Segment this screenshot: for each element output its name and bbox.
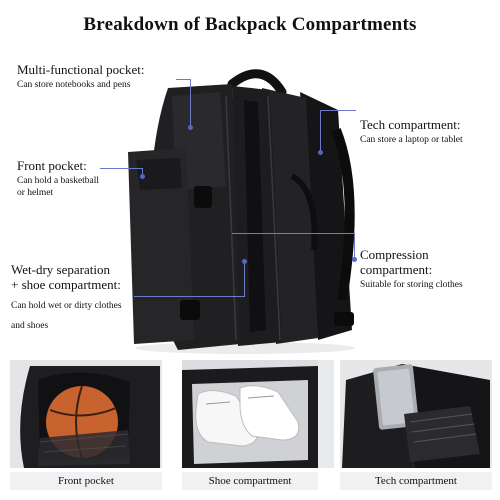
label-front-heading: Front pocket: <box>17 158 87 173</box>
leader-wetdry-dot <box>242 259 247 264</box>
label-wet-dry: Wet-dry separation + shoe compartment: C… <box>11 262 122 332</box>
caption-shoe-compartment: Shoe compartment <box>182 472 318 490</box>
leader-multi-dot <box>188 125 193 130</box>
label-front-desc-1: Can hold a basketball <box>17 176 100 186</box>
label-compression-desc: Suitable for storing clothes <box>360 280 463 290</box>
leader-compression-h <box>232 233 354 234</box>
caption-front-pocket: Front pocket <box>10 472 162 490</box>
leader-multi-h <box>176 79 190 80</box>
leader-front-h <box>100 168 142 169</box>
leader-tech-v <box>320 110 321 152</box>
label-tech-desc: Can store a laptop or tablet <box>360 135 463 145</box>
leader-compression-v <box>354 233 355 259</box>
label-wetdry-desc-2: and shoes <box>11 321 49 331</box>
leader-front-dot <box>140 174 145 179</box>
leader-wetdry-h <box>134 296 244 297</box>
label-compression-compartment: Compression compartment: Suitable for st… <box>360 247 463 291</box>
leader-front-v <box>142 168 143 176</box>
label-front-desc-2: or helmet <box>17 188 54 198</box>
label-wetdry-desc-1: Can hold wet or dirty clothes <box>11 301 122 311</box>
label-tech-heading: Tech compartment: <box>360 117 461 132</box>
label-front-pocket: Front pocket: Can hold a basketball or h… <box>17 158 99 199</box>
page-title: Breakdown of Backpack Compartments <box>83 14 417 35</box>
leader-tech-h <box>320 110 356 111</box>
thumb-front-pocket <box>10 360 162 468</box>
label-compression-heading-1: Compression <box>360 247 429 262</box>
label-wetdry-heading-1: Wet-dry separation <box>11 262 110 277</box>
leader-wetdry-v <box>244 262 245 297</box>
thumb-shoe-compartment <box>182 360 334 468</box>
leader-tech-dot <box>318 150 323 155</box>
label-multi-heading: Multi-functional pocket: <box>17 62 145 77</box>
thumb-tech-compartment <box>340 360 492 468</box>
label-compression-heading-2: compartment: <box>360 262 433 277</box>
leader-compression-dot <box>352 257 357 262</box>
backpack-main-image <box>128 69 355 354</box>
label-multi-desc: Can store notebooks and pens <box>17 80 131 90</box>
label-wetdry-heading-2: + shoe compartment: <box>11 277 121 292</box>
label-tech-compartment: Tech compartment: Can store a laptop or … <box>360 117 463 146</box>
caption-tech-compartment: Tech compartment <box>340 472 492 490</box>
label-multi-functional-pocket: Multi-functional pocket: Can store noteb… <box>17 62 144 91</box>
leader-multi-v <box>190 79 191 127</box>
